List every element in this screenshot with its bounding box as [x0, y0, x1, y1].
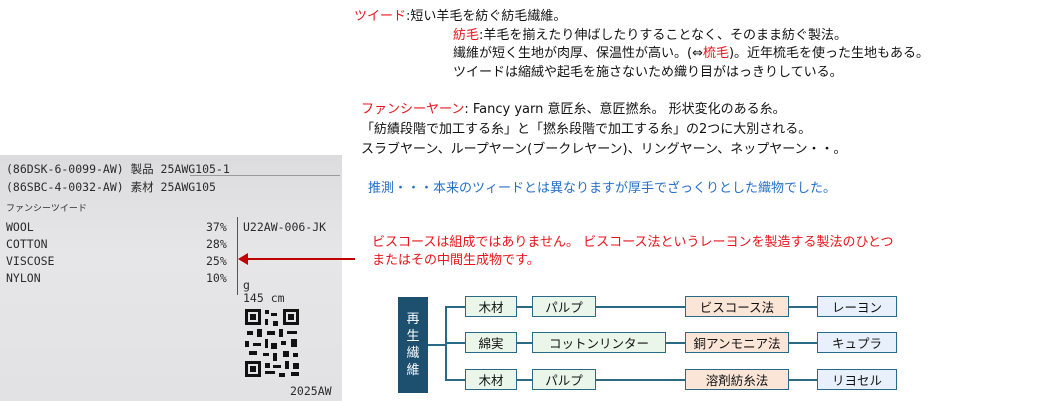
label-vertical-rule	[237, 217, 238, 295]
row3-product: リヨセル	[817, 369, 897, 390]
somou-term: 梳毛	[702, 46, 729, 61]
guess-text: 推測・・・本来のツィードとは異なりますが厚手でざっくりとした織物でした。	[368, 181, 837, 196]
tweed-term: ツイード	[354, 9, 407, 24]
tweed-definition: :短い羊毛を紡ぐ紡毛繊維。	[406, 9, 567, 24]
boukou-term: 紡毛	[453, 28, 480, 43]
tweed-line3: 繊維が短く生地が肉厚、保温性が高い。(⇔梳毛)。近年梳毛を使った生地もある。	[453, 45, 929, 63]
arrow-left-icon	[238, 253, 248, 265]
label-fiber-wool: WOOL	[6, 220, 34, 234]
fancy-line1: ファンシーヤーン: Fancy yarn 意匠糸、意匠撚糸。 形状変化のある糸。	[361, 101, 786, 119]
boukou-line: 紡毛:羊毛を揃えたり伸ばしたりすることなく、そのまま紡ぐ製法。	[453, 27, 847, 45]
row1-conn-c	[789, 306, 817, 308]
boukou-definition: :羊毛を揃えたり伸ばしたりすることなく、そのまま紡ぐ製法。	[479, 28, 848, 43]
label-fiber-nylon: NYLON	[6, 271, 41, 285]
row2-product: キュプラ	[817, 332, 897, 353]
label-pct-viscose: 25%	[206, 254, 227, 268]
row2-process: 銅アンモニア法	[685, 332, 789, 353]
row2-conn-c	[789, 342, 817, 344]
label-code: U22AW-006-JK	[243, 220, 327, 234]
label-pct-nylon: 10%	[206, 271, 227, 285]
label-divider	[190, 175, 340, 176]
row3-conn-c	[789, 379, 817, 381]
label-fabric-name: ファンシーツイード	[6, 204, 87, 214]
trunk-connector	[428, 344, 446, 346]
viscose-note-line2: またはその中間生成物です。	[372, 253, 540, 268]
row3-material: 木材	[465, 369, 517, 390]
row1-process: ビスコース法	[685, 296, 789, 317]
label-season: 2025AW	[290, 384, 332, 398]
row3-conn-b	[596, 379, 685, 381]
tweed-line: ツイード:短い羊毛を紡ぐ紡毛繊維。	[354, 8, 566, 26]
row1-conn-a	[517, 306, 532, 308]
diagram-root: 再 生 繊 維	[398, 297, 428, 393]
row1-conn-b	[596, 306, 685, 308]
label-pct-cotton: 28%	[206, 237, 227, 251]
row1-product: レーヨン	[817, 296, 897, 317]
label-material-line: (86SBC-4-0032-AW) 素材 25AWG105	[6, 180, 216, 194]
row1-material: 木材	[465, 296, 517, 317]
label-product-line: (86DSK-6-0099-AW) 製品 25AWG105-1	[6, 162, 230, 176]
tweed-line4: ツイードは縮絨や起毛を施さないため織り目がはっきりしている。	[453, 65, 843, 80]
branch-1	[445, 306, 465, 308]
row2-conn-a	[517, 342, 532, 344]
fancy-term: ファンシーヤーン	[361, 102, 465, 117]
branch-3	[445, 379, 465, 381]
label-g: g	[243, 278, 250, 292]
fancy-line3: スラブヤーン、ループヤーン(ブークレヤーン)、リングヤーン、ネップヤーン・・。	[361, 142, 847, 157]
care-label-photo: (86DSK-6-0099-AW) 製品 25AWG105-1 (86SBC-4…	[0, 155, 342, 401]
label-fiber-viscose: VISCOSE	[6, 254, 55, 268]
label-width: 145 cm	[243, 291, 285, 305]
row3-process: 溶剤紡糸法	[685, 369, 789, 390]
row3-conn-a	[517, 379, 532, 381]
fancy-line2: 「紡績段階で加工する糸」と「撚糸段階で加工する糸」の2つに大別される。	[361, 122, 812, 137]
arrow-line	[247, 258, 355, 260]
row3-intermediate: パルプ	[532, 369, 596, 390]
fancy-definition: : Fancy yarn 意匠糸、意匠撚糸。 形状変化のある糸。	[464, 102, 786, 117]
row2-intermediate: コットンリンター	[532, 332, 666, 353]
tweed-line3-pre: 繊維が短く生地が肉厚、保温性が高い。(⇔	[453, 46, 703, 61]
branch-2	[445, 342, 465, 344]
label-pct-wool: 37%	[206, 220, 227, 234]
label-fiber-cotton: COTTON	[6, 237, 48, 251]
viscose-note-line1: ビスコースは組成ではありません。 ビスコース法というレーヨンを製造する製法のひと…	[372, 235, 894, 250]
qr-code-icon	[243, 307, 301, 379]
row2-material: 綿実	[465, 332, 517, 353]
row1-intermediate: パルプ	[532, 296, 596, 317]
tweed-line3-post: )。近年梳毛を使った生地もある。	[728, 46, 930, 61]
row2-conn-b	[666, 342, 685, 344]
